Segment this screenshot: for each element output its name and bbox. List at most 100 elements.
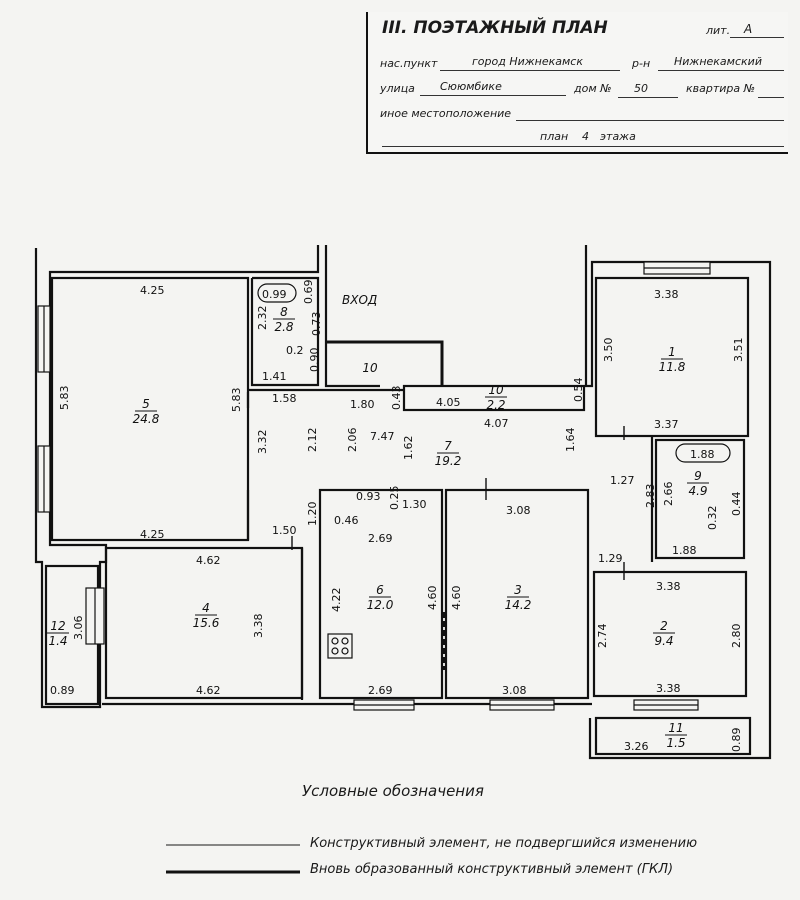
dimension-r8-right: 0.69 [302, 280, 315, 305]
room-number-3: 3 [514, 583, 522, 597]
dimension-r6-c: 1.30 [402, 498, 427, 511]
dimension-c-f: 0.54 [572, 378, 585, 403]
fixtures [257, 283, 731, 659]
plan-label: план [540, 130, 569, 143]
dimension-r2-right: 2.80 [730, 624, 743, 649]
room-area-6: 12.0 [367, 598, 394, 612]
room-label-11: 111.5 [665, 721, 687, 750]
dimension-r8-right2: 0.73 [310, 312, 323, 337]
dimension-r9-left: 2.66 [662, 482, 675, 507]
room-label-10a: 10 [362, 361, 378, 375]
room-area-3: 14.2 [505, 598, 532, 612]
dimension-r5-right: 5.83 [230, 388, 243, 413]
room-area-4: 15.6 [193, 616, 220, 630]
dimension-r2-bottom: 3.38 [656, 682, 681, 695]
dimension-r6-bottom: 2.69 [368, 684, 393, 697]
dimension-r3-top: 3.08 [506, 504, 531, 517]
dimension-r1-bottom: 3.37 [654, 418, 679, 431]
room-area-1: 11.8 [659, 360, 686, 374]
dimension-r12-bottom: 0.89 [50, 684, 75, 697]
dimension-c-1-20: 1.20 [306, 502, 319, 527]
house-label: дом № [574, 82, 612, 95]
title-block: III. ПОЭТАЖНЫЙ ПЛАН лит. А нас.пункт гор… [366, 12, 788, 154]
room-label-2: 29.4 [653, 619, 675, 648]
dimension-r3-left: 4.60 [450, 586, 463, 611]
dimension-r3-bottom: 3.08 [502, 684, 527, 697]
dimension-r6-left: 4.22 [330, 588, 343, 613]
legend-item-new: Вновь образованный конструктивный элемен… [310, 862, 674, 877]
room-area-8: 2.8 [274, 320, 293, 334]
dimension-r11-len: 3.26 [624, 740, 649, 753]
district-label: р-н [632, 57, 651, 70]
room-label-9: 94.9 [687, 469, 709, 498]
walls [34, 245, 772, 760]
dimension-r9-bottom: 1.88 [672, 544, 697, 557]
settlement-label: нас.пункт [380, 57, 438, 70]
dimension-r9-top: 1.88 [690, 448, 715, 461]
room-label-1: 111.8 [659, 345, 686, 374]
room-number-10a: 10 [362, 361, 378, 375]
dimension-r1-top: 3.38 [654, 288, 679, 301]
dimension-r8-small: 0.2 [286, 344, 304, 357]
windows [37, 261, 711, 711]
dimension-r2-top: 3.38 [656, 580, 681, 593]
district-value: Нижнекамский [674, 55, 762, 68]
dimension-c-2-12: 2.12 [306, 428, 319, 453]
dimension-r11-right: 0.89 [730, 728, 743, 753]
room-area-12: 1.4 [48, 634, 67, 648]
street-label: улица [380, 82, 415, 95]
room-number-12: 12 [50, 619, 65, 633]
dimension-c-1-27: 1.27 [610, 474, 635, 487]
dimension-c-7-47: 7.47 [370, 430, 395, 443]
dimension-c-2-83: 2.83 [644, 484, 657, 509]
dimension-c-a: 1.58 [272, 392, 297, 405]
settlement-value: город Нижнекамск [472, 55, 583, 68]
room-number-8: 8 [280, 305, 288, 319]
room-area-2: 9.4 [654, 634, 673, 648]
dimension-c-e: 4.07 [484, 417, 509, 430]
room-area-7: 19.2 [435, 454, 462, 468]
room-labels: 111.829.4314.2415.6524.8612.0719.282.894… [47, 305, 709, 750]
dimension-r6-a: 0.93 [356, 490, 381, 503]
dimension-r8-b2: 0.90 [308, 348, 321, 373]
room-number-4: 4 [202, 601, 210, 615]
room-label-12: 121.4 [47, 619, 69, 648]
dimension-r4-bottom: 4.62 [196, 684, 221, 697]
dimension-r2-left: 2.74 [596, 624, 609, 649]
dimension-c-b: 1.80 [350, 398, 375, 411]
dimension-r1-left: 3.50 [602, 338, 615, 363]
room-number-10b: 10 [488, 383, 504, 397]
room-label-10b: 102.2 [485, 383, 507, 412]
street-value: Сююмбике [440, 80, 502, 93]
dimension-r5-left: 5.83 [58, 386, 71, 411]
dimension-r6-top: 2.69 [368, 532, 393, 545]
room-area-5: 24.8 [133, 412, 160, 426]
floor-label: этажа [600, 130, 636, 143]
dimension-r12-len: 3.06 [72, 616, 85, 641]
room-number-9: 9 [694, 469, 702, 483]
dimension-c-2-06: 2.06 [346, 428, 359, 453]
entrance-label: ВХОД [342, 293, 377, 307]
room-label-8: 82.8 [273, 305, 295, 334]
legend-title: Условные обозначения [302, 782, 484, 800]
lit-label: лит. [706, 24, 731, 37]
dimension-c-c: 0.43 [390, 386, 403, 411]
other-location-label: иное местоположение [380, 107, 512, 120]
room-area-11: 1.5 [666, 736, 685, 750]
room-number-2: 2 [660, 619, 668, 633]
legend-item-existing: Конструктивный элемент, не подвергшийся … [310, 836, 698, 851]
dimension-r9-r1: 0.44 [730, 492, 743, 517]
room-area-9: 4.9 [688, 484, 707, 498]
door-marks [291, 426, 625, 670]
room-number-5: 5 [142, 397, 150, 411]
dimension-r8-bottom: 1.41 [262, 370, 287, 383]
plan-title: III. ПОЭТАЖНЫЙ ПЛАН [382, 18, 608, 38]
dimension-c-3-32: 3.32 [256, 430, 269, 455]
room-label-3: 314.2 [505, 583, 532, 612]
dimension-r5-bottom: 4.25 [140, 528, 165, 541]
dimension-c-1-62: 1.62 [402, 436, 415, 461]
apartment-label: квартира № [686, 82, 756, 95]
dimension-r6-right: 4.60 [426, 586, 439, 611]
